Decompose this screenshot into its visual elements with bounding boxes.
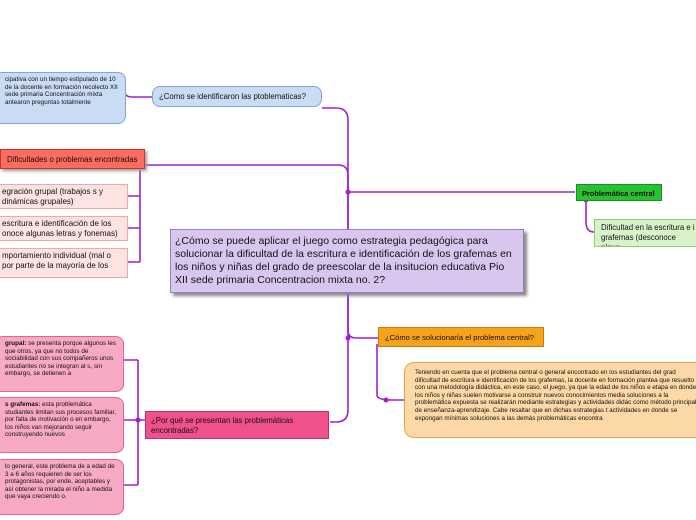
link-solution-detail <box>376 344 404 401</box>
difficulties-topic-node[interactable]: Dificultades o problemas encontradas <box>0 149 145 169</box>
identify-detail-node[interactable]: cipativa con un tiempo estipulado de 10 … <box>0 72 126 124</box>
link-spine-left <box>145 164 349 229</box>
link-central-detail <box>585 200 595 233</box>
difficulty-item-3[interactable]: mportamiento individual (mal o por parte… <box>0 248 128 278</box>
why-item-1-text: se presenta porque algunos les que otros… <box>5 340 116 378</box>
why-topic-node[interactable]: ¿Por qué se presentan las problemáticas … <box>145 411 329 439</box>
difficulty-item-1-text: egración grupal (trabajos s y dinámicas … <box>2 187 103 206</box>
difficulties-topic-label: Dificultades o problemas encontradas <box>7 155 138 164</box>
solution-detail-node[interactable]: Teniendo en cuenta que el problema centr… <box>404 362 696 438</box>
why-item-1-bold: grupal: <box>5 340 27 347</box>
difficulty-item-1[interactable]: egración grupal (trabajos s y dinámicas … <box>0 184 128 209</box>
link-spine-lower <box>347 293 378 339</box>
solution-detail-text: Teniendo en cuenta que el problema centr… <box>415 369 696 422</box>
difficulty-item-3-text: mportamiento individual (mal o por parte… <box>2 251 111 270</box>
link-identify-detail <box>123 89 152 98</box>
solution-topic-label: ¿Cómo se solucionaría el problema centra… <box>385 333 534 342</box>
why-item-3-text: lo general, este problema de a edad de 3… <box>5 463 115 501</box>
difficulty-item-2-text: escritura e identificación de los onoce … <box>2 219 118 238</box>
solution-topic-node[interactable]: ¿Cómo se solucionaría el problema centra… <box>378 327 544 347</box>
identify-topic-label: ¿Como se identificaron las ptoblematicas… <box>159 92 306 101</box>
link-why-items <box>124 359 146 486</box>
central-problem-detail-node[interactable]: Dificultad en la escritura e i grafemas … <box>594 219 696 247</box>
central-topic[interactable]: ¿Cómo se puede aplicar el juego como est… <box>170 229 524 293</box>
why-item-2[interactable]: s grafemas: esta problemática studiantes… <box>0 397 124 453</box>
central-problem-topic-label: Problemática central <box>582 189 655 198</box>
why-item-1[interactable]: grupal: se presenta porque algunos les q… <box>0 336 124 392</box>
identify-detail-text: cipativa con un tiempo estipulado de 10 … <box>5 76 118 106</box>
central-problem-topic-node[interactable]: Problemática central <box>576 184 662 201</box>
why-item-2-bold: s grafemas: <box>5 401 41 408</box>
why-item-2-text: esta problemática studiantes limitan sus… <box>5 401 116 439</box>
link-spine-upper <box>322 107 349 229</box>
why-item-3[interactable]: lo general, este problema de a edad de 3… <box>0 459 124 515</box>
difficulty-item-2[interactable]: escritura e identificación de los onoce … <box>0 216 128 241</box>
central-topic-text: ¿Cómo se puede aplicar el juego como est… <box>175 235 512 286</box>
identify-topic-node[interactable]: ¿Como se identificaron las ptoblematicas… <box>152 86 322 107</box>
central-problem-detail-text: Dificultad en la escritura e i grafemas … <box>601 223 695 246</box>
link-diff-items <box>128 170 141 263</box>
why-topic-label: ¿Por qué se presentan las problemáticas … <box>151 416 294 435</box>
link-spine-bottom <box>330 293 349 423</box>
